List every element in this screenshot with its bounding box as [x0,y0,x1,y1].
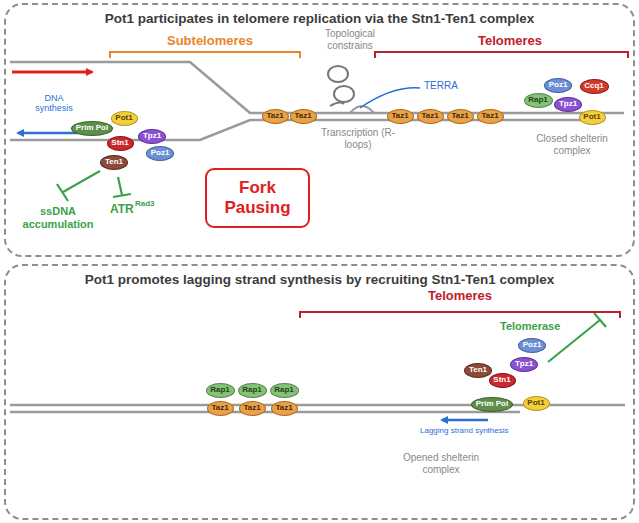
protein-name: Taz1 [211,404,228,412]
telomere-bracket [300,312,620,318]
protein-name: Rap1 [210,386,230,394]
dna-strands [10,62,625,412]
protein-oval: Taz1 [290,109,317,124]
protein-name: Poz1 [523,341,542,349]
protein-name: Pot1 [583,113,600,121]
protein-name: Ten1 [469,366,487,374]
protein-oval: Taz1 [417,109,444,124]
protein-oval: Taz1 [387,109,414,124]
protein-oval: Taz1 [477,109,504,124]
synthesis-arrow [18,132,82,135]
annotation-label: Telomeres [450,34,570,49]
protein-name: Prim Pol [476,400,508,408]
protein-oval: Poz1 [518,338,546,353]
protein-oval: Taz1 [271,401,298,416]
protein-oval: Tpz1 [554,97,582,112]
protein-oval: Prim Pol [471,397,513,412]
protein-oval: Stn1 [107,136,134,151]
protein-name: Tpz1 [143,132,161,140]
protein-name: Taz1 [421,112,438,120]
protein-name: Ten1 [105,158,123,166]
superscript-label: Rad3 [135,199,155,208]
protein-name: Poz1 [549,81,568,89]
protein-name: Taz1 [243,404,260,412]
annotation-label: Lagging strand synthesis [420,426,509,435]
telomere-bracket [375,52,628,58]
subtelomere-bracket [110,52,300,58]
protein-name: Prim Pol [76,124,108,132]
fork-direction-arrow [12,71,92,74]
protein-oval: Taz1 [262,109,289,124]
protein-name: Rap1 [274,386,294,394]
inhibition-lines [57,171,606,362]
protein-oval: Tpz1 [138,129,166,144]
panel: Pot1 promotes lagging strand synthesis b… [4,264,635,520]
annotation-label: Topological constrains [310,28,390,51]
protein-oval: Pot1 [523,396,550,411]
protein-name: Taz1 [451,112,468,120]
protein-oval: Taz1 [239,401,266,416]
annotation-label: Transcription (R-loops) [316,127,400,150]
protein-oval: Ten1 [100,155,128,170]
protein-name: Tpz1 [559,100,577,108]
protein-name: Taz1 [275,404,292,412]
panel-title: Pot1 promotes lagging strand synthesis b… [6,272,633,287]
panel-title: Pot1 participates in telomere replicatio… [6,11,633,26]
lagging-arrow [442,419,488,422]
protein-oval: Pot1 [579,110,606,125]
protein-name: Taz1 [294,112,311,120]
protein-name: Stn1 [111,139,128,147]
status-box: Fork Pausing [205,168,310,228]
annotation-label: ATR [110,203,134,217]
protein-oval: Rap1 [524,93,553,108]
protein-name: Pot1 [115,114,132,122]
annotation-label: TERRA [424,80,458,92]
protein-oval: Poz1 [146,146,174,161]
protein-name: Pot1 [527,399,544,407]
annotation-label: Closed shelterin complex [528,133,616,156]
protein-oval: Rap1 [238,383,267,398]
supercoil-loops [328,66,354,106]
terra-rna [360,88,420,108]
protein-oval: Taz1 [207,401,234,416]
annotation-label: Telomeres [400,289,520,304]
protein-name: Taz1 [481,112,498,120]
protein-name: Rap1 [528,96,548,104]
protein-name: Stn1 [493,376,510,384]
protein-oval: Rap1 [270,383,299,398]
protein-oval: Rap1 [206,383,235,398]
protein-oval: Pot1 [111,111,138,126]
box-text: Fork Pausing [218,178,298,217]
protein-oval: Stn1 [489,373,516,388]
protein-oval: Poz1 [544,78,572,93]
annotation-label: DNA synthesis [28,93,80,114]
annotation-label: Subtelomeres [150,34,270,49]
protein-name: Taz1 [391,112,408,120]
protein-oval: Taz1 [447,109,474,124]
protein-oval: Ten1 [464,363,492,378]
protein-oval: Ccq1 [580,79,609,94]
annotation-label: Telomerase [500,320,560,333]
annotation-label: Opened shelterin complex [395,452,487,475]
protein-oval: Prim Pol [71,121,113,136]
protein-name: Taz1 [266,112,283,120]
protein-name: Poz1 [151,149,170,157]
annotation-label: ssDNA accumulation [12,205,104,230]
protein-name: Rap1 [242,386,262,394]
protein-name: Ccq1 [584,82,604,90]
protein-name: Tpz1 [515,360,533,368]
protein-oval: Tpz1 [510,357,538,372]
